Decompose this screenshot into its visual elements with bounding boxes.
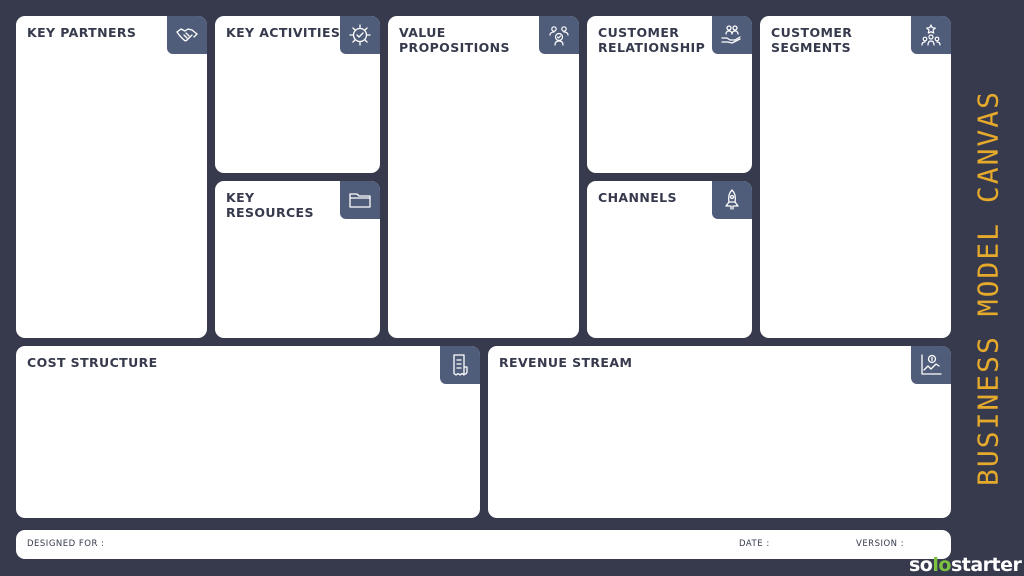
logo-part1: so <box>909 554 933 576</box>
key-activities-title: KEY ACTIVITIES <box>226 25 341 40</box>
customer-segments-block[interactable]: CUSTOMER SEGMENTS <box>760 16 951 338</box>
key-activities-block[interactable]: KEY ACTIVITIES <box>215 16 380 173</box>
cost-structure-block[interactable]: COST STRUCTURE <box>16 346 480 518</box>
folder-icon <box>340 181 380 219</box>
people-star-icon <box>911 16 951 54</box>
key-partners-title: KEY PARTNERS <box>27 25 137 40</box>
receipt-icon <box>440 346 480 384</box>
designed-for-label: DESIGNED FOR : <box>27 539 105 549</box>
revenue-chart-icon <box>911 346 951 384</box>
cost-structure-title: COST STRUCTURE <box>27 355 158 370</box>
key-resources-title: KEY RESOURCES <box>226 190 314 220</box>
value-people-icon <box>539 16 579 54</box>
channels-title: CHANNELS <box>598 190 677 205</box>
channels-block[interactable]: CHANNELS <box>587 181 752 338</box>
key-resources-block[interactable]: KEY RESOURCES <box>215 181 380 338</box>
date-label: DATE : <box>739 539 770 549</box>
gear-check-icon <box>340 16 380 54</box>
logo-accent: lo <box>932 554 951 576</box>
value-propositions-block[interactable]: VALUE PROPOSITIONS <box>388 16 579 338</box>
key-partners-block[interactable]: KEY PARTNERS <box>16 16 207 338</box>
revenue-stream-title: REVENUE STREAM <box>499 355 633 370</box>
hand-people-icon <box>712 16 752 54</box>
version-label: VERSION : <box>856 539 905 549</box>
customer-relationship-title: CUSTOMER RELATIONSHIP <box>598 25 706 55</box>
customer-relationship-block[interactable]: CUSTOMER RELATIONSHIP <box>587 16 752 173</box>
customer-segments-title: CUSTOMER SEGMENTS <box>771 25 853 55</box>
revenue-stream-block[interactable]: REVENUE STREAM <box>488 346 951 518</box>
rocket-icon <box>712 181 752 219</box>
logo-part2: starter <box>950 554 1022 576</box>
handshake-icon <box>167 16 207 54</box>
value-propositions-title: VALUE PROPOSITIONS <box>399 25 510 55</box>
canvas-title: BUSINESS MODEL CANVAS <box>971 89 1005 487</box>
solostarter-logo: solostarter <box>909 554 1022 576</box>
footer-bar: DESIGNED FOR : DATE : VERSION : <box>16 530 951 559</box>
